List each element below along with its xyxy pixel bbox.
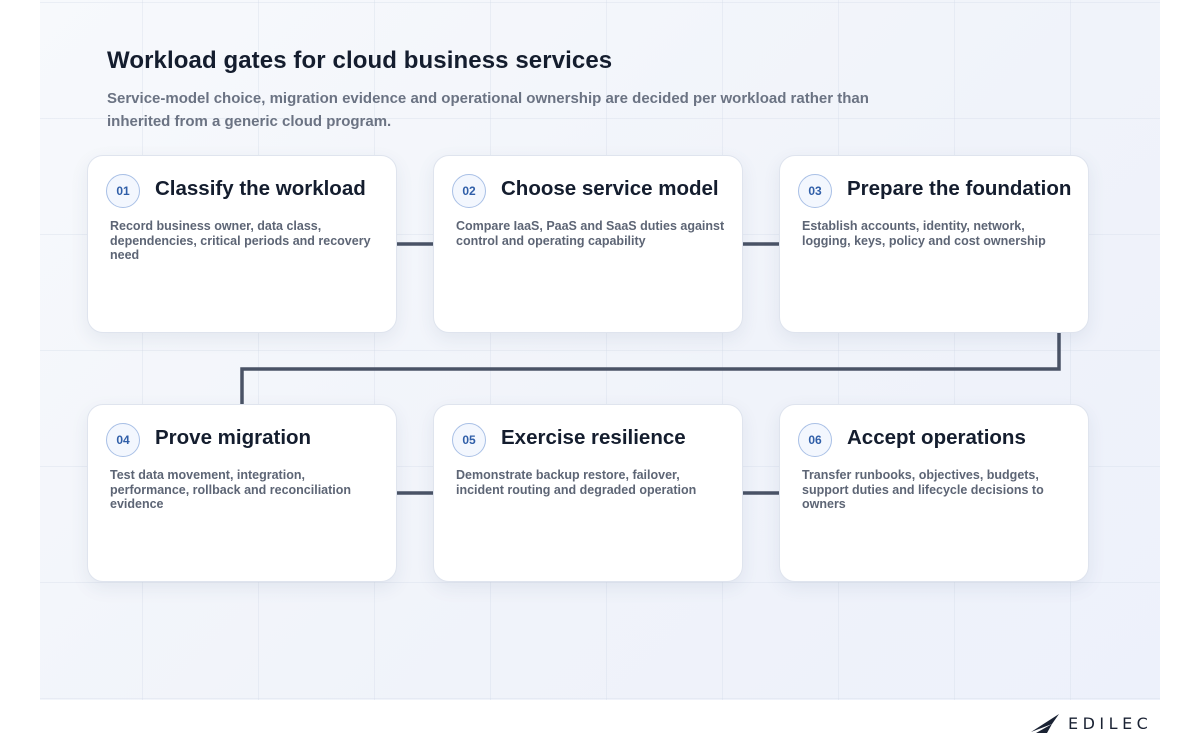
step-description: Establish accounts, identity, network, l… xyxy=(802,219,1046,248)
step-description: Demonstrate backup restore, failover, in… xyxy=(456,468,697,497)
page-subtitle: Service-model choice, migration evidence… xyxy=(107,90,869,130)
step-card-accept-operations: 06 Accept operations Transfer runbooks, … xyxy=(779,404,1089,582)
step-card-exercise-resilience: 05 Exercise resilience Demonstrate backu… xyxy=(433,404,743,582)
step-card-classify-workload: 01 Classify the workload Record business… xyxy=(87,155,397,333)
step-description: Record business owner, data class, depen… xyxy=(110,219,371,262)
step-title: Classify the workload xyxy=(155,177,366,200)
brand-logo: EDILEC xyxy=(1030,710,1152,736)
connector-03-04 xyxy=(240,333,1061,405)
step-card-prove-migration: 04 Prove migration Test data movement, i… xyxy=(87,404,397,582)
page-title: Workload gates for cloud business servic… xyxy=(107,47,613,74)
edilec-logo-icon xyxy=(1031,714,1059,733)
step-card-prepare-foundation: 03 Prepare the foundation Establish acco… xyxy=(779,155,1089,333)
step-title: Accept operations xyxy=(847,426,1026,449)
step-description: Compare IaaS, PaaS and SaaS duties again… xyxy=(456,219,725,248)
diagram-background xyxy=(40,0,1160,700)
step-title: Exercise resilience xyxy=(501,426,686,449)
step-card-choose-service-model: 02 Choose service model Compare IaaS, Pa… xyxy=(433,155,743,333)
step-number-badge: 05 xyxy=(452,423,486,457)
step-description: Transfer runbooks, objectives, budgets, … xyxy=(802,468,1044,511)
step-number-badge: 03 xyxy=(798,174,832,208)
step-description: Test data movement, integration, perform… xyxy=(110,468,352,511)
step-number-badge: 04 xyxy=(106,423,140,457)
step-title: Choose service model xyxy=(501,177,719,200)
step-number-badge: 01 xyxy=(106,174,140,208)
brand-name: EDILEC xyxy=(1068,713,1153,733)
step-number-badge: 02 xyxy=(452,174,486,208)
step-title: Prove migration xyxy=(155,426,312,449)
step-title: Prepare the foundation xyxy=(847,177,1072,200)
step-number-badge: 06 xyxy=(798,423,832,457)
